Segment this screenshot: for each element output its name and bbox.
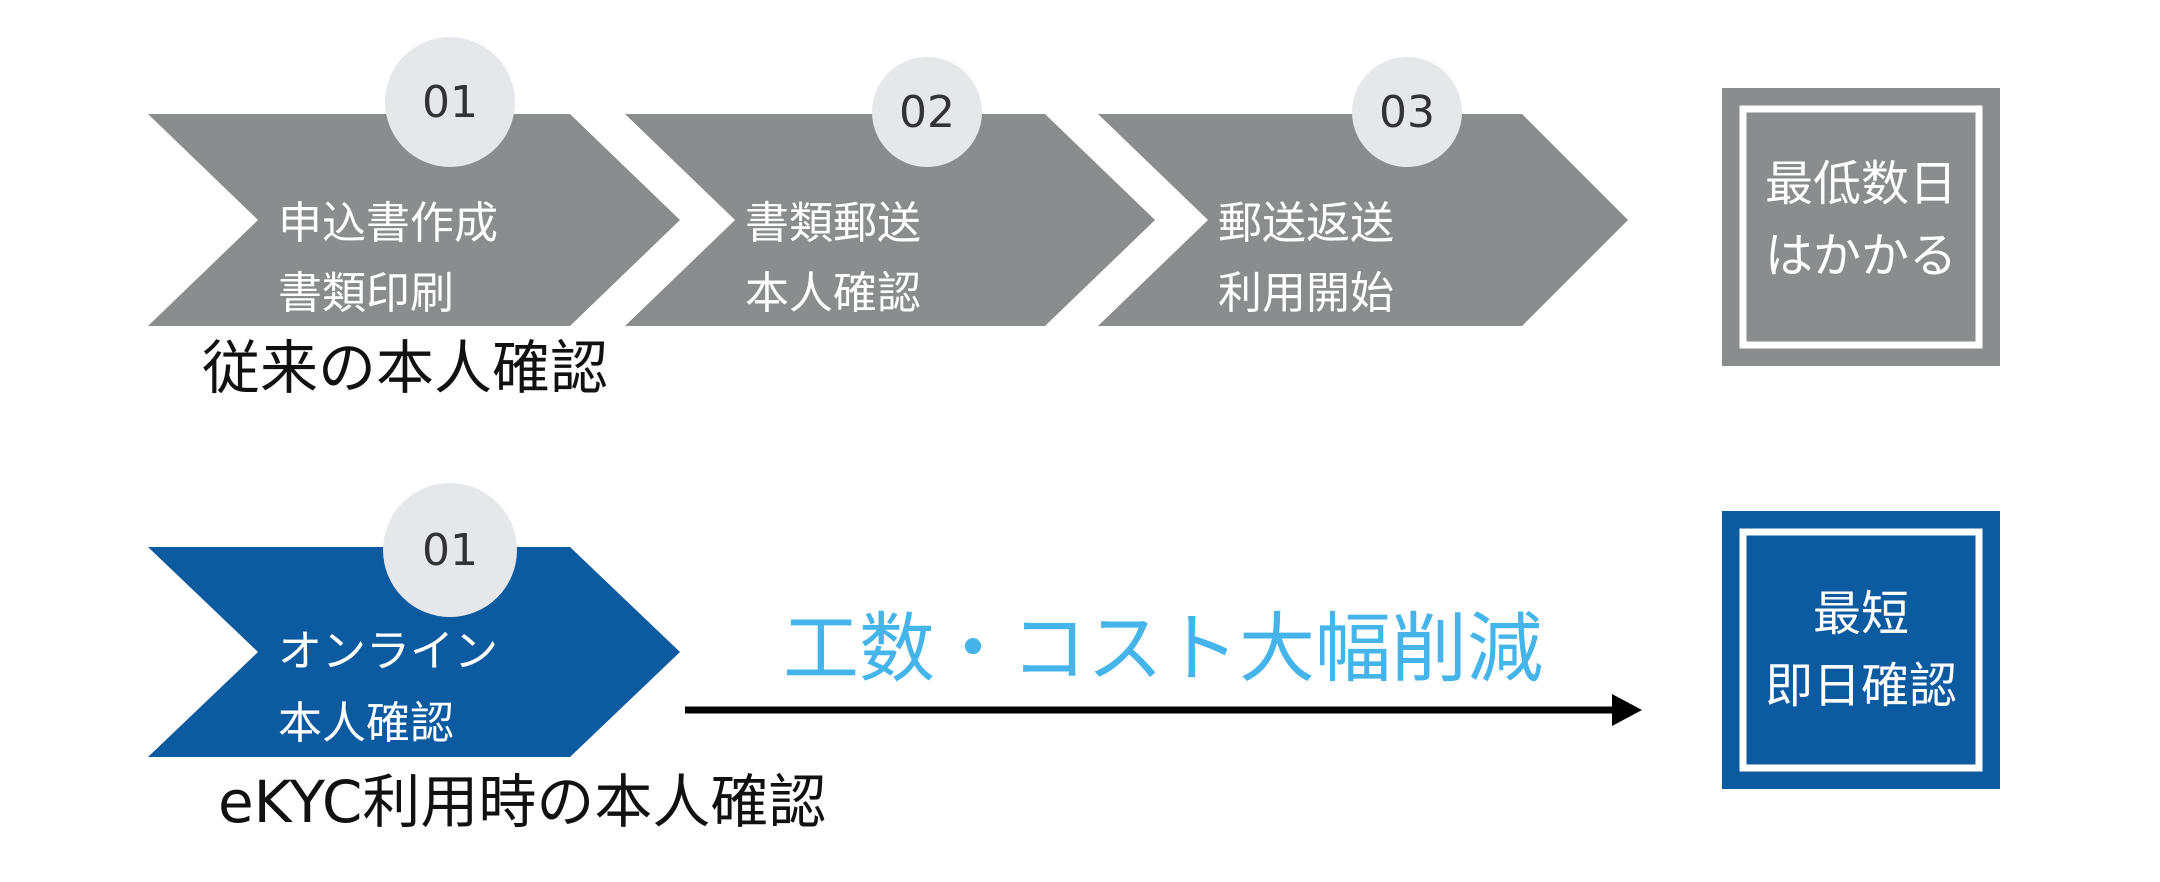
ekyc-flow: 01 オンライン 本人確認 工数・コスト大幅削減 最短 即日確認 eKYC利用時… [148, 483, 2000, 836]
result-line-2: はかかる [1765, 228, 1957, 284]
flow-arrow [685, 694, 1642, 726]
result-box-outer [1722, 88, 2000, 366]
ekyc-result-box: 最短 即日確認 [1722, 511, 2000, 789]
traditional-caption: 従来の本人確認 [202, 334, 608, 402]
result-line-1: 最低数日 [1765, 156, 1957, 212]
step-number-circle-2 [872, 57, 982, 167]
traditional-result-box: 最低数日 はかかる [1722, 88, 2000, 366]
traditional-step-3: 03 郵送返送 利用開始 [1098, 57, 1628, 326]
ekyc-result-line-2: 即日確認 [1765, 658, 1957, 714]
step-number-2: 02 [899, 87, 955, 138]
traditional-step-2: 02 書類郵送 本人確認 [625, 57, 1155, 326]
step-1-line-2: 書類印刷 [278, 268, 454, 319]
traditional-flow: 01 申込書作成 書類印刷 02 書類郵送 本人確認 03 郵送返送 利用開始 … [148, 37, 2000, 402]
step-2-line-2: 本人確認 [745, 268, 921, 319]
step-3-line-1: 郵送返送 [1218, 198, 1394, 249]
step-3-line-2: 利用開始 [1218, 268, 1394, 319]
ekyc-caption: eKYC利用時の本人確認 [218, 768, 826, 836]
chevron-step-3 [1098, 114, 1628, 326]
ekyc-step-line-1: オンライン [278, 626, 498, 677]
traditional-step-1: 01 申込書作成 書類印刷 [148, 37, 680, 326]
chevron-step-1 [148, 114, 680, 326]
arrow-head-icon [1612, 694, 1642, 726]
step-2-line-1: 書類郵送 [745, 198, 921, 249]
ekyc-step-number: 01 [422, 525, 478, 576]
step-1-line-1: 申込書作成 [278, 198, 498, 249]
ekyc-step-1: 01 オンライン 本人確認 [148, 483, 680, 757]
chevron-ekyc-step [148, 547, 680, 757]
ekyc-result-line-1: 最短 [1813, 586, 1909, 642]
ekyc-result-box-inner-border [1739, 528, 1983, 772]
reduction-label: 工数・コスト大幅削減 [783, 604, 1543, 693]
step-number-1: 01 [422, 77, 478, 128]
step-number-3: 03 [1379, 87, 1435, 138]
ekyc-result-box-outer [1722, 511, 2000, 789]
step-number-circle-3 [1352, 57, 1462, 167]
step-number-circle-1 [385, 37, 515, 167]
chevron-step-2 [625, 114, 1155, 326]
result-box-inner-border [1739, 105, 1983, 349]
ekyc-number-circle [383, 483, 517, 617]
ekyc-step-line-2: 本人確認 [278, 698, 454, 749]
